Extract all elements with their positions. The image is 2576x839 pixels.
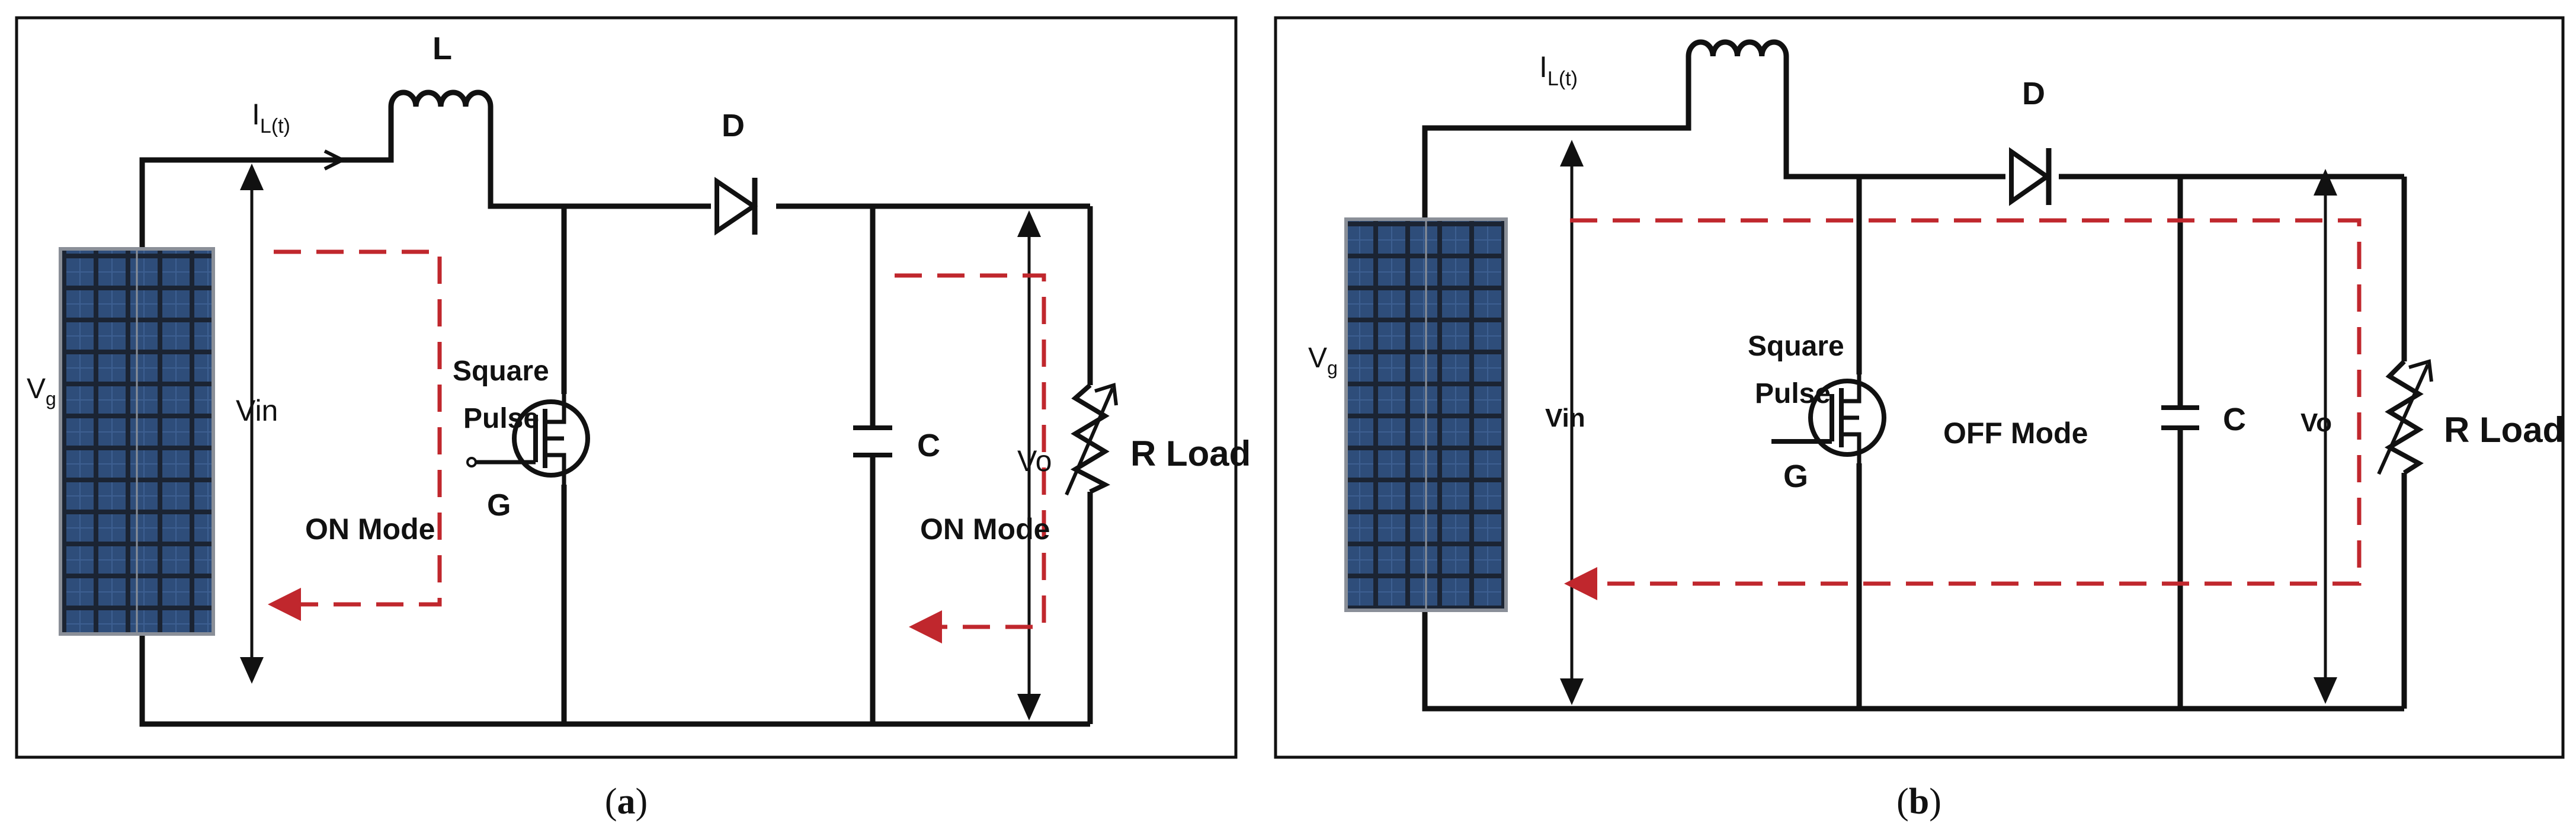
panel-a-il-label: IL(t) [252, 98, 290, 137]
panel-b-vo-label: Vo [2301, 408, 2332, 437]
panel-a-capacitor-icon [853, 425, 892, 457]
panel-a-pulse-label: Pulse [463, 403, 539, 434]
panel-b-diode-label: D [2022, 76, 2045, 111]
panel-b-mode-label: OFF Mode [1943, 417, 2088, 450]
panel-b-capacitor-label: C [2223, 402, 2246, 437]
panel-b-vin-label: Vin [1545, 404, 1585, 433]
panel-b-inductor-icon [1686, 39, 1789, 57]
panel-b-mosfet-icon [1771, 374, 1886, 463]
panel-a: IL(t) L D Vg Vin Square Pulse G ON Mode … [15, 16, 1251, 822]
panel-a-vin-label: Vin [236, 394, 278, 427]
panel-a-load-label: R Load [1130, 434, 1251, 473]
panel-b-caption: (b) [1896, 782, 1941, 822]
panel-a-vg-label: Vg [27, 373, 56, 409]
panel-a-current-path-right [895, 273, 1046, 643]
panel-a-inductor-label: L [432, 31, 452, 66]
panel-a-solar-panel-icon [59, 247, 215, 636]
panel-b-gate-label: G [1783, 459, 1808, 494]
panel-b-wires [1422, 56, 2407, 712]
panel-a-mode-left-label: ON Mode [305, 513, 435, 546]
panel-b: IL(t) D Vg Vin Square Pulse G OFF Mode C… [1274, 16, 2565, 822]
panel-b-load-label: R Load [2444, 410, 2564, 450]
panel-a-inductor-icon [388, 89, 494, 107]
panel-b-current-path [1564, 218, 2362, 600]
panel-a-capacitor-label: C [917, 428, 940, 463]
panel-a-wires [139, 107, 1093, 727]
panel-a-gate-label: G [487, 488, 511, 523]
panel-b-capacitor-icon [2161, 405, 2199, 430]
panel-b-frame [1274, 16, 2565, 759]
panel-b-il-label: IL(t) [1539, 50, 1578, 90]
panel-b-square-label: Square [1748, 331, 1844, 362]
panel-a-load-resistor-icon [1065, 383, 1118, 496]
panel-a-diode-icon [715, 177, 758, 236]
panel-a-diode-label: D [722, 108, 745, 143]
panel-b-solar-panel-icon [1344, 217, 1508, 612]
panel-b-load-resistor-icon [2377, 359, 2433, 475]
panel-a-current-arrow-icon [323, 149, 347, 171]
panel-b-diode-icon [2009, 147, 2052, 206]
panel-a-mode-right-label: ON Mode [920, 513, 1050, 546]
panel-a-vo-label: Vo [1017, 444, 1052, 478]
panel-a-caption: (a) [605, 782, 648, 822]
panel-a-square-label: Square [453, 356, 549, 387]
panel-a-mosfet-icon [466, 394, 590, 485]
panel-a-current-path-left [268, 249, 442, 621]
panel-b-vg-label: Vg [1308, 342, 1338, 379]
panel-b-pulse-label: Pulse [1755, 378, 1831, 409]
panel-a-frame [15, 16, 1238, 759]
